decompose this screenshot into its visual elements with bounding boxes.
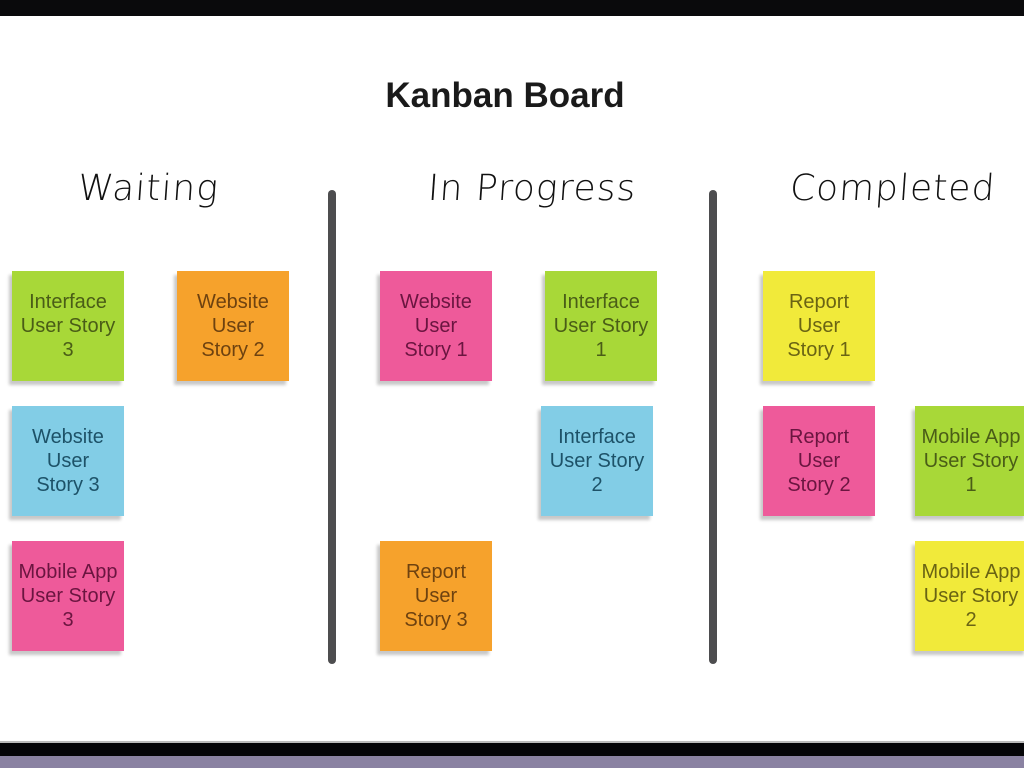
bottom-frame-bar <box>0 741 1024 758</box>
board-title: Kanban Board <box>385 76 625 115</box>
note-text: Website User Story 1 <box>400 291 472 361</box>
note-text: Mobile App User Story 1 <box>921 426 1021 496</box>
column-heading-waiting: Waiting <box>76 168 221 209</box>
sticky-note[interactable]: Interface User Story 3 <box>12 271 124 381</box>
top-frame-bar <box>0 0 1024 16</box>
sticky-note[interactable]: Website User Story 3 <box>12 406 124 516</box>
column-heading-completed: Completed <box>788 168 997 209</box>
note-text: Mobile App User Story 2 <box>921 561 1021 631</box>
sticky-note[interactable]: Website User Story 2 <box>177 271 289 381</box>
sticky-note[interactable]: Interface User Story 2 <box>541 406 653 516</box>
note-text: Website User Story 3 <box>32 426 104 496</box>
note-text: Interface User Story 2 <box>549 426 645 496</box>
note-text: Report User Story 3 <box>404 561 468 631</box>
note-text: Mobile App User Story 3 <box>18 561 118 631</box>
column-divider <box>328 190 336 664</box>
note-text: Interface User Story 1 <box>553 291 649 361</box>
bottom-strip <box>0 756 1024 768</box>
sticky-note[interactable]: Mobile App User Story 2 <box>915 541 1024 651</box>
column-heading-in-progress: In Progress <box>426 168 638 209</box>
column-divider <box>709 190 717 664</box>
sticky-note[interactable]: Website User Story 1 <box>380 271 492 381</box>
sticky-note[interactable]: Report User Story 2 <box>763 406 875 516</box>
sticky-note[interactable]: Mobile App User Story 3 <box>12 541 124 651</box>
note-text: Report User Story 1 <box>787 291 851 361</box>
note-text: Interface User Story 3 <box>20 291 116 361</box>
sticky-note[interactable]: Mobile App User Story 1 <box>915 406 1024 516</box>
sticky-note[interactable]: Report User Story 3 <box>380 541 492 651</box>
note-text: Website User Story 2 <box>197 291 269 361</box>
sticky-note[interactable]: Interface User Story 1 <box>545 271 657 381</box>
sticky-note[interactable]: Report User Story 1 <box>763 271 875 381</box>
note-text: Report User Story 2 <box>787 426 851 496</box>
